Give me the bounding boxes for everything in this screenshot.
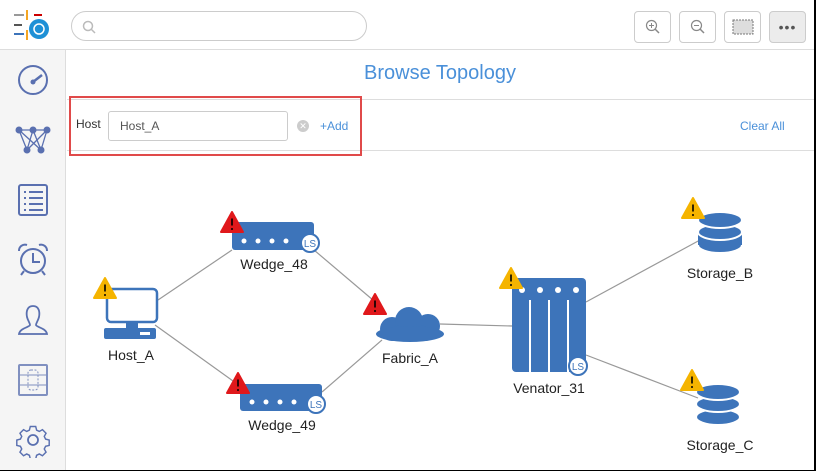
clear-filter-icon[interactable]: ✕	[297, 120, 309, 132]
node-label[interactable]: Venator_31	[513, 380, 585, 396]
cloud-icon[interactable]	[376, 307, 444, 342]
edge-host-a-wedge-49	[154, 324, 241, 387]
switch-icon[interactable]: LS	[232, 222, 320, 253]
user-icon[interactable]	[15, 302, 51, 338]
node-label[interactable]: Storage_B	[686, 265, 754, 281]
filter-highlight	[69, 96, 362, 156]
svg-text:LS: LS	[304, 239, 317, 250]
storage-icon[interactable]	[697, 211, 743, 254]
alarm-clock-icon[interactable]	[15, 242, 51, 278]
edge-venator-31-storage-c	[585, 354, 699, 399]
svg-text:LS: LS	[310, 400, 323, 411]
edges	[154, 239, 701, 399]
node-label[interactable]: Host_A	[108, 347, 154, 363]
edge-wedge-49-fabric-a	[321, 339, 383, 393]
host-icon[interactable]	[104, 287, 159, 339]
list-icon[interactable]	[15, 182, 51, 218]
svg-text:LS: LS	[572, 362, 585, 373]
switch-icon[interactable]: LS	[240, 384, 326, 414]
page-title: Browse Topology	[364, 62, 516, 84]
add-filter-link[interactable]: +Add	[320, 119, 349, 133]
datacenter-icon[interactable]	[15, 362, 51, 398]
node-label[interactable]: Wedge_49	[248, 417, 316, 433]
edge-venator-31-storage-b	[585, 239, 701, 303]
node-label[interactable]: Fabric_A	[381, 350, 439, 366]
node-label[interactable]: Wedge_48	[240, 256, 308, 272]
critical-alert-icon	[226, 372, 250, 394]
fit-screen-button[interactable]	[724, 11, 761, 43]
edge-host-a-wedge-48	[157, 249, 233, 301]
filter-label: Host	[76, 117, 101, 131]
zoom-in-icon	[645, 19, 660, 34]
search-icon	[82, 20, 96, 34]
fit-screen-icon	[732, 19, 753, 35]
zoom-out-icon	[690, 19, 705, 34]
settings-gear-icon[interactable]	[15, 422, 51, 458]
search-input[interactable]	[71, 11, 367, 41]
divider	[67, 150, 814, 151]
clear-all-link[interactable]: Clear All	[740, 119, 785, 133]
node-label[interactable]: Storage_C	[686, 437, 754, 453]
app-logo[interactable]	[12, 10, 52, 40]
warning-icon	[681, 197, 705, 219]
divider	[67, 99, 814, 100]
chassis-icon[interactable]: LS	[512, 278, 588, 376]
sidebar	[0, 50, 66, 470]
host-filter-input[interactable]: Host_A	[108, 111, 288, 141]
topology-canvas[interactable]: LS LS LS	[67, 151, 814, 469]
dashboard-icon[interactable]	[15, 62, 51, 98]
edge-fabric-a-venator-31	[439, 323, 513, 327]
critical-alert-icon	[363, 293, 387, 315]
zoom-in-button[interactable]	[634, 11, 671, 43]
more-icon: •••	[778, 19, 797, 35]
edge-wedge-48-fabric-a	[313, 249, 381, 307]
more-button[interactable]: •••	[769, 11, 806, 43]
topology-icon[interactable]	[15, 122, 51, 158]
top-bar: •••	[0, 0, 814, 50]
storage-icon[interactable]	[695, 383, 741, 426]
warning-icon	[680, 369, 704, 391]
zoom-out-button[interactable]	[679, 11, 716, 43]
